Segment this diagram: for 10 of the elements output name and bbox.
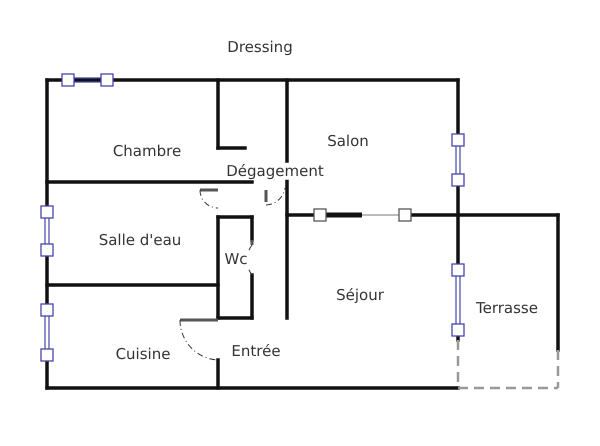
room-label: Wc: [223, 250, 249, 268]
room-label: Dégagement: [225, 162, 325, 180]
room-label: Dressing: [226, 38, 294, 56]
room-label: Terrasse: [475, 300, 539, 316]
room-label: Chambre: [112, 142, 182, 160]
room-label: Cuisine: [114, 346, 172, 362]
room-label: Salle d'eau: [98, 232, 182, 248]
room-label: Salon: [326, 132, 370, 150]
room-label: Séjour: [335, 286, 385, 304]
room-label: Entrée: [230, 342, 282, 360]
